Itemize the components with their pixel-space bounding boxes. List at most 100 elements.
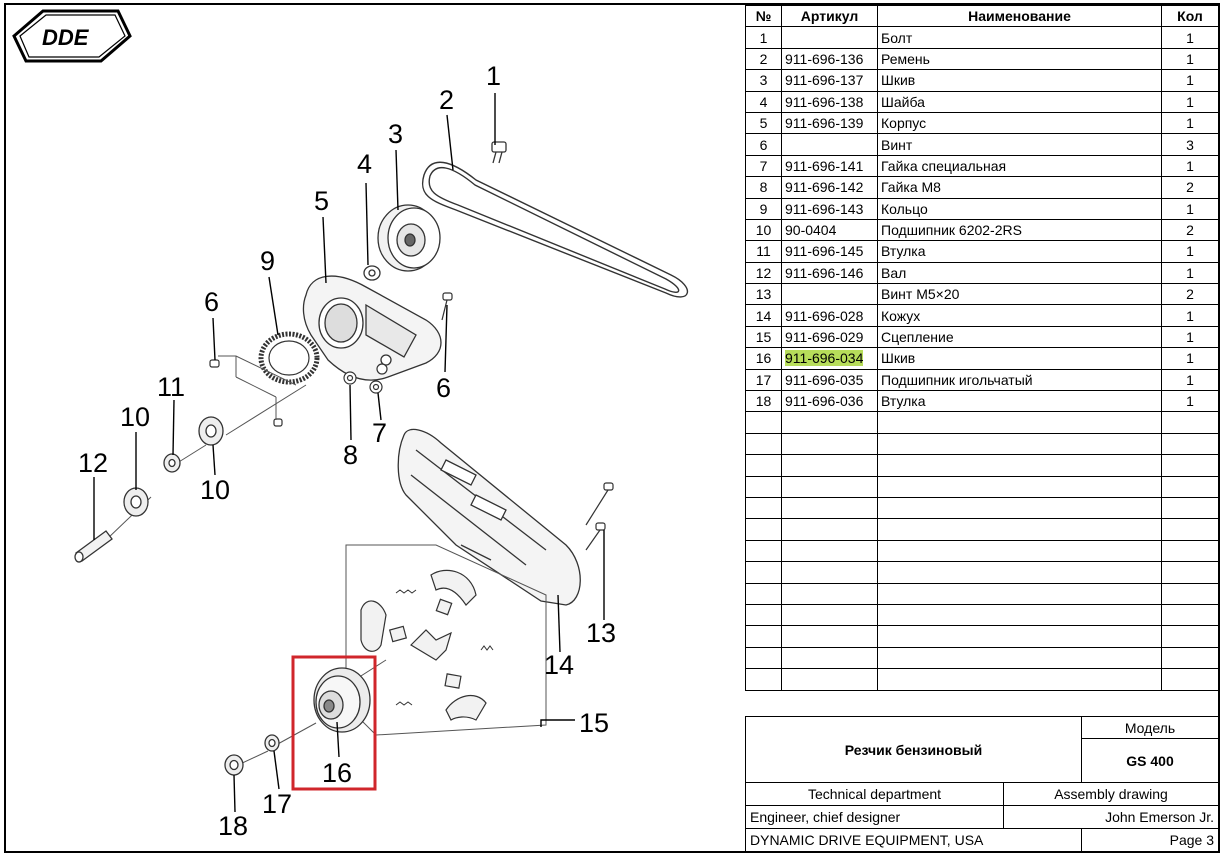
- ring-part: [258, 331, 320, 385]
- row-name: Корпус: [877, 111, 1162, 135]
- row-article: 911-696-138: [781, 90, 878, 113]
- row-article: 911-696-136: [781, 47, 878, 71]
- exploded-diagram: DDE: [6, 5, 744, 851]
- belt-part: [421, 161, 689, 298]
- row-name: Гайка специальная: [877, 154, 1162, 178]
- empty-cell: [745, 454, 782, 477]
- drawing-frame: [4, 3, 1220, 853]
- empty-cell: [781, 518, 878, 541]
- empty-cell: [781, 411, 878, 434]
- empty-cell: [1161, 668, 1219, 691]
- callout-13: 13: [586, 618, 616, 648]
- row-number: 16: [745, 347, 782, 370]
- row-article: 911-696-036: [781, 390, 878, 413]
- row-qty: 1: [1161, 197, 1219, 220]
- row-name: Гайка М8: [877, 176, 1162, 199]
- empty-cell: [781, 561, 878, 584]
- empty-table-row: [745, 518, 1219, 541]
- row-name: Шкив: [877, 69, 1162, 92]
- empty-table-row: [745, 475, 1219, 498]
- row-name: Шкив: [877, 347, 1162, 370]
- empty-cell: [781, 668, 878, 691]
- highlight-box: [291, 655, 377, 791]
- row-number: 7: [745, 154, 782, 178]
- empty-cell: [877, 582, 1162, 605]
- dde-logo: DDE: [12, 9, 132, 63]
- callout-5: 5: [314, 186, 329, 216]
- row-name: Втулка: [877, 240, 1162, 263]
- row-qty: 1: [1161, 26, 1219, 49]
- callout-10-left: 10: [120, 402, 150, 432]
- callout-7: 7: [372, 418, 387, 448]
- needle-bearing-part: [264, 734, 280, 752]
- department: Technical department: [745, 782, 1004, 806]
- empty-cell: [877, 454, 1162, 477]
- row-number: 3: [745, 69, 782, 92]
- row-article: 911-696-139: [781, 111, 878, 135]
- row-number: 9: [745, 197, 782, 220]
- row-article: 911-696-034: [781, 347, 878, 370]
- empty-cell: [1161, 475, 1219, 498]
- row-name: Вал: [877, 261, 1162, 285]
- row-qty: 2: [1161, 176, 1219, 199]
- row-qty: 2: [1161, 283, 1219, 306]
- empty-cell: [745, 561, 782, 584]
- bolt-part: [491, 141, 507, 164]
- empty-cell: [877, 411, 1162, 434]
- designer-name: John Emerson Jr.: [1003, 805, 1219, 829]
- row-article: 911-696-028: [781, 304, 878, 327]
- row-name: Шайба: [877, 90, 1162, 113]
- row-qty: 1: [1161, 261, 1219, 285]
- empty-cell: [1161, 646, 1219, 670]
- sleeve-part: [224, 754, 244, 776]
- pulley-part: [377, 204, 441, 272]
- row-name: Втулка: [877, 390, 1162, 413]
- document-type: Assembly drawing: [1003, 782, 1219, 806]
- row-number: 4: [745, 90, 782, 113]
- empty-cell: [745, 411, 782, 434]
- callout-3: 3: [388, 119, 403, 149]
- empty-cell: [877, 603, 1162, 627]
- empty-cell: [745, 625, 782, 648]
- row-qty: 1: [1161, 69, 1219, 92]
- empty-cell: [745, 539, 782, 563]
- header-article: Артикул: [781, 4, 878, 28]
- row-article: 911-696-145: [781, 240, 878, 263]
- callout-4: 4: [357, 149, 372, 179]
- callout-labels: 1 2 3 4 5 6 6 7 8 9 10 10 11 12 13 14 15…: [78, 61, 616, 841]
- row-article: 911-696-143: [781, 197, 878, 220]
- empty-cell: [781, 582, 878, 605]
- empty-cell: [1161, 539, 1219, 563]
- empty-table-row: [745, 539, 1219, 563]
- empty-cell: [781, 646, 878, 670]
- callout-1: 1: [486, 61, 501, 91]
- empty-cell: [745, 475, 782, 498]
- row-number: 18: [745, 390, 782, 413]
- row-article: 911-696-029: [781, 325, 878, 349]
- empty-cell: [781, 432, 878, 456]
- empty-table-row: [745, 454, 1219, 477]
- empty-cell: [745, 582, 782, 605]
- callout-10-right: 10: [200, 475, 230, 505]
- table-header-row: № Артикул Наименование Кол: [745, 4, 1219, 28]
- row-number: 8: [745, 176, 782, 199]
- row-name: Сцепление: [877, 325, 1162, 349]
- row-qty: 1: [1161, 368, 1219, 392]
- row-name: Винт М5×20: [877, 283, 1162, 306]
- empty-cell: [745, 432, 782, 456]
- row-name: Болт: [877, 26, 1162, 49]
- title-block: Резчик бензиновый Модель GS 400 Technica…: [745, 716, 1219, 852]
- callout-6-right: 6: [436, 373, 451, 403]
- washer-part: [363, 265, 381, 281]
